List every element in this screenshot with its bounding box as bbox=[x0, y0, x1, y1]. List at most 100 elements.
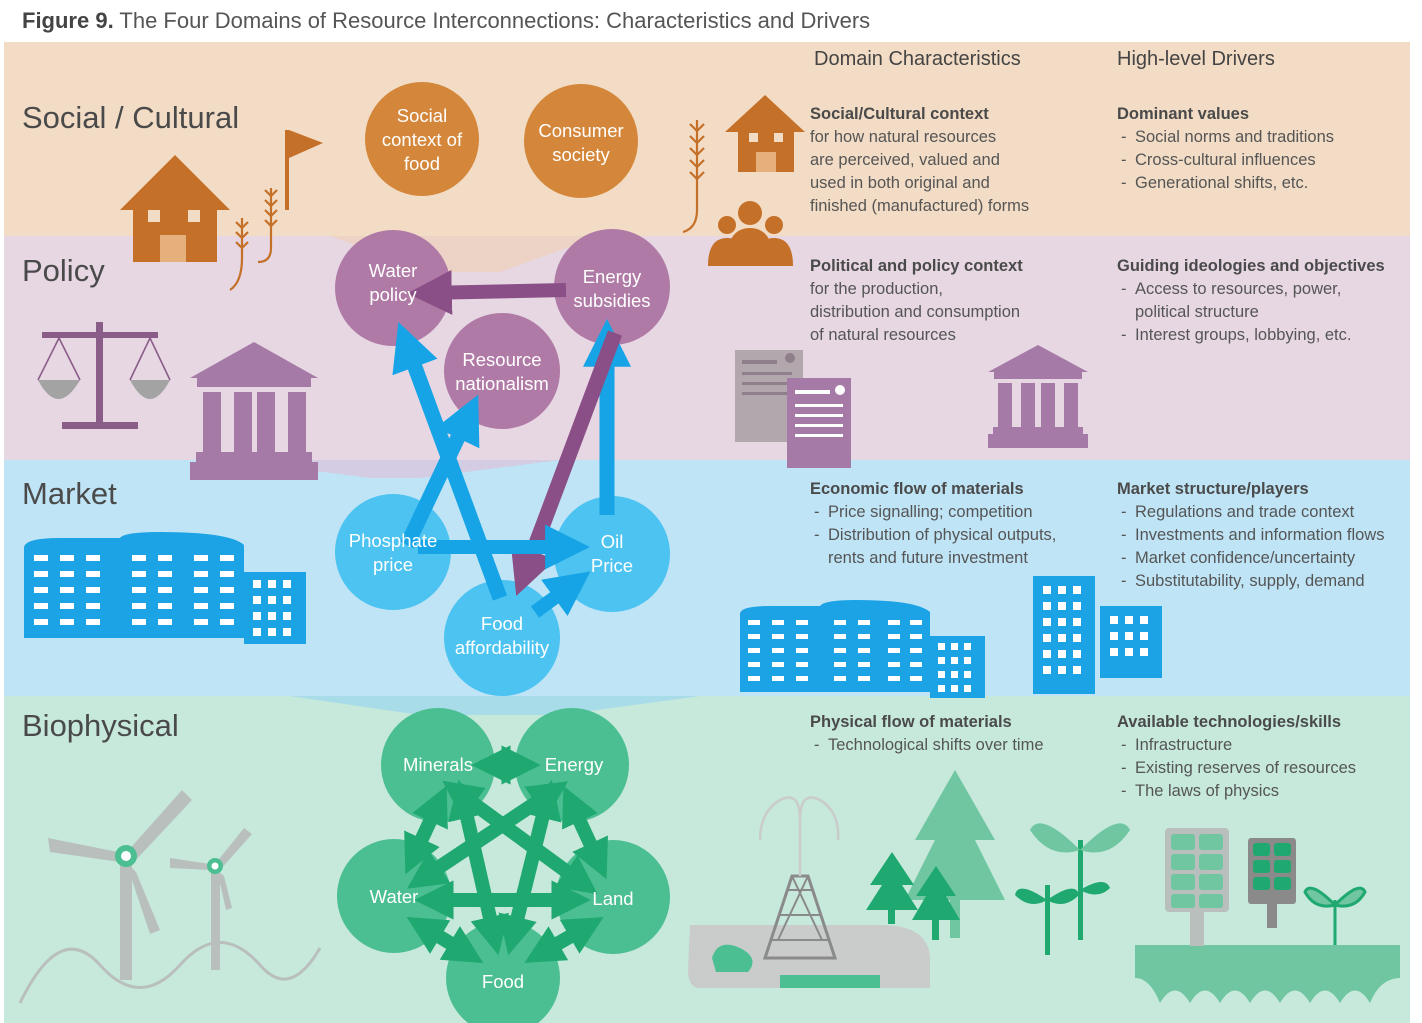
list-item: Technological shifts over time bbox=[810, 734, 1044, 757]
node-label: Food bbox=[482, 971, 524, 992]
scales-icon bbox=[37, 322, 171, 429]
node-energy-subsidies bbox=[554, 229, 670, 345]
market-characteristics-heading: Economic flow of materials bbox=[810, 480, 1024, 498]
policy-characteristics: Political and policy context for the pro… bbox=[810, 255, 1023, 347]
list-item: Cross-cultural influences bbox=[1117, 149, 1334, 172]
office-building-icon bbox=[1033, 576, 1162, 694]
policy-drivers-heading: Guiding ideologies and objectives bbox=[1117, 257, 1385, 275]
node-label: Energy bbox=[545, 754, 604, 775]
figure-title: Figure 9. The Four Domains of Resource I… bbox=[22, 8, 870, 34]
domain-label-biophysical: Biophysical bbox=[22, 708, 179, 743]
list-item: Distribution of physical outputs, rents a… bbox=[810, 524, 1056, 570]
social-drivers-heading: Dominant values bbox=[1117, 105, 1250, 123]
government-building-icon bbox=[988, 345, 1088, 448]
social-characteristics-heading: Social/Cultural context bbox=[810, 105, 989, 123]
plant-icon bbox=[1015, 823, 1130, 955]
list-item-continuation: rents and future investment bbox=[828, 549, 1028, 567]
bio-characteristics-heading: Physical flow of materials bbox=[810, 713, 1012, 731]
node-label: Minerals bbox=[403, 754, 473, 775]
office-building-icon bbox=[24, 532, 306, 644]
office-building-icon bbox=[740, 600, 985, 698]
market-drivers-heading: Market structure/players bbox=[1117, 480, 1309, 498]
list-item: Social norms and traditions bbox=[1117, 126, 1334, 149]
list-item: Generational shifts, etc. bbox=[1117, 172, 1334, 195]
bio-drivers: Available technologies/skills Infrastruc… bbox=[1117, 711, 1356, 803]
text-line: are perceived, valued and bbox=[810, 151, 1000, 169]
domain-label-social: Social / Cultural bbox=[22, 100, 240, 135]
node-water-policy bbox=[335, 230, 451, 346]
market-characteristics: Economic flow of materials Price signall… bbox=[810, 478, 1056, 570]
list-item-continuation: political structure bbox=[1135, 303, 1259, 321]
arrow-water-food bbox=[406, 916, 484, 964]
figure-title-text: The Four Domains of Resource Interconnec… bbox=[119, 8, 871, 33]
node-label: Land bbox=[592, 888, 633, 909]
arrow-energy-subsidies-to-food bbox=[510, 330, 623, 596]
list-item: Regulations and trade context bbox=[1117, 501, 1384, 524]
list-item-text: Access to resources, power, bbox=[1135, 280, 1342, 298]
house-icon bbox=[725, 95, 805, 172]
policy-characteristics-heading: Political and policy context bbox=[810, 257, 1023, 275]
arrow-energy-food bbox=[498, 779, 562, 956]
social-drivers: Dominant values Social norms and traditi… bbox=[1117, 103, 1334, 195]
list-item: Interest groups, lobbying, etc. bbox=[1117, 324, 1385, 347]
arrow-food-to-water-policy bbox=[392, 321, 508, 601]
arrow-land-food bbox=[524, 917, 604, 963]
government-building-icon bbox=[190, 342, 318, 480]
house-icon bbox=[120, 155, 230, 262]
oil-derrick-icon bbox=[688, 796, 930, 988]
text-line: distribution and consumption bbox=[810, 303, 1021, 321]
policy-drivers: Guiding ideologies and objectives Access… bbox=[1117, 255, 1385, 347]
documents-icon bbox=[735, 350, 851, 468]
column-heading-characteristics: Domain Characteristics bbox=[814, 48, 1021, 70]
solar-panel-icon bbox=[1135, 828, 1400, 1003]
flag-icon bbox=[285, 130, 323, 210]
arrow-energy-to-water-policy bbox=[407, 270, 567, 315]
arrow-minerals-food bbox=[448, 779, 509, 956]
wheat-icon bbox=[682, 120, 705, 234]
figure-label: Figure 9. bbox=[22, 8, 114, 33]
bio-characteristics: Physical flow of materials Technological… bbox=[810, 711, 1044, 757]
wheat-icon bbox=[229, 188, 278, 291]
list-item: The laws of physics bbox=[1117, 780, 1356, 803]
text-line: for the production, bbox=[810, 280, 943, 298]
text-line: for how natural resources bbox=[810, 128, 997, 146]
social-nodes bbox=[365, 82, 638, 198]
node-consumer-society bbox=[524, 84, 638, 198]
wind-turbine-icon bbox=[18, 790, 322, 1004]
text-line: finished (manufactured) forms bbox=[810, 197, 1030, 215]
node-label: Water bbox=[370, 886, 419, 907]
figure-title-bar bbox=[0, 0, 1422, 42]
node-resource-nationalism bbox=[444, 313, 560, 429]
node-food-affordability bbox=[444, 580, 560, 696]
list-item: Access to resources, power, political str… bbox=[1117, 278, 1385, 324]
list-item: Price signalling; competition bbox=[810, 501, 1056, 524]
list-item-text: Distribution of physical outputs, bbox=[828, 526, 1057, 544]
domain-label-market: Market bbox=[22, 476, 117, 511]
list-item: Substitutability, supply, demand bbox=[1117, 570, 1384, 593]
market-drivers: Market structure/players Regulations and… bbox=[1117, 478, 1384, 593]
tree-icon bbox=[866, 852, 960, 940]
column-heading-drivers: High-level Drivers bbox=[1117, 48, 1275, 70]
node-social-context-of-food bbox=[365, 82, 479, 196]
list-item: Investments and information flows bbox=[1117, 524, 1384, 547]
bio-drivers-heading: Available technologies/skills bbox=[1117, 713, 1342, 731]
biophysical-arrows bbox=[404, 745, 608, 964]
social-characteristics: Social/Cultural context for how natural … bbox=[810, 103, 1029, 218]
text-line: used in both original and bbox=[810, 174, 990, 192]
policy-market-arrows bbox=[392, 270, 632, 618]
domain-label-policy: Policy bbox=[22, 253, 105, 288]
arrow-phosphate-to-resource-nationalism bbox=[400, 394, 480, 549]
text-line: of natural resources bbox=[810, 326, 956, 344]
list-item: Infrastructure bbox=[1117, 734, 1356, 757]
arrow-food-to-oil bbox=[530, 571, 591, 618]
